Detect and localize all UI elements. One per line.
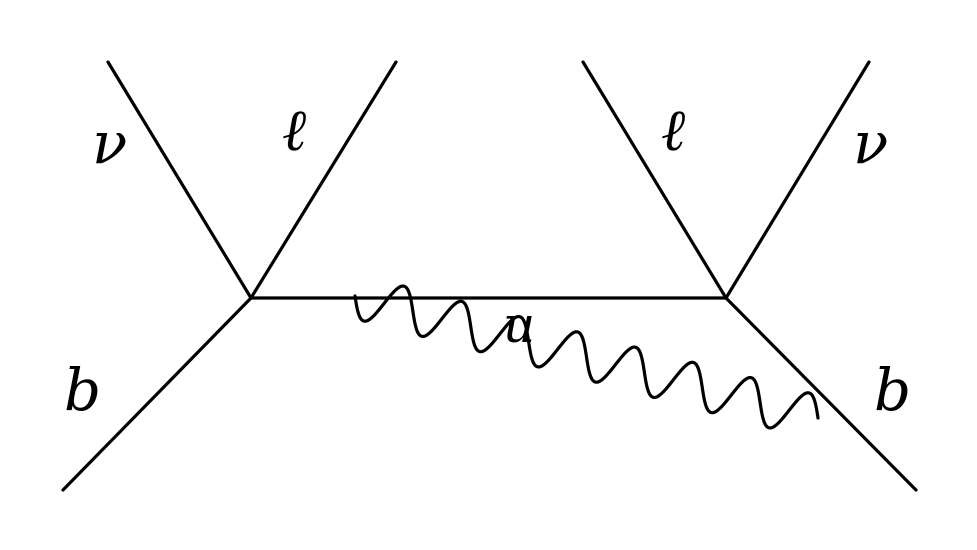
label-nu-left: ν — [92, 109, 127, 177]
label-b-left: b — [64, 356, 101, 424]
label-ell-right: ℓ — [661, 96, 685, 164]
left-neutrino-line — [106, 60, 253, 300]
left-lepton-line — [249, 60, 398, 300]
label-ell-left: ℓ — [282, 96, 306, 164]
gluon-line — [353, 284, 820, 430]
label-u: u — [503, 296, 535, 354]
left-b-quark-line — [61, 296, 253, 492]
label-b-right: b — [874, 356, 911, 424]
right-lepton-line — [581, 60, 728, 300]
right-b-quark-line — [724, 296, 918, 492]
right-neutrino-line — [724, 60, 871, 300]
label-nu-right: ν — [853, 109, 888, 177]
